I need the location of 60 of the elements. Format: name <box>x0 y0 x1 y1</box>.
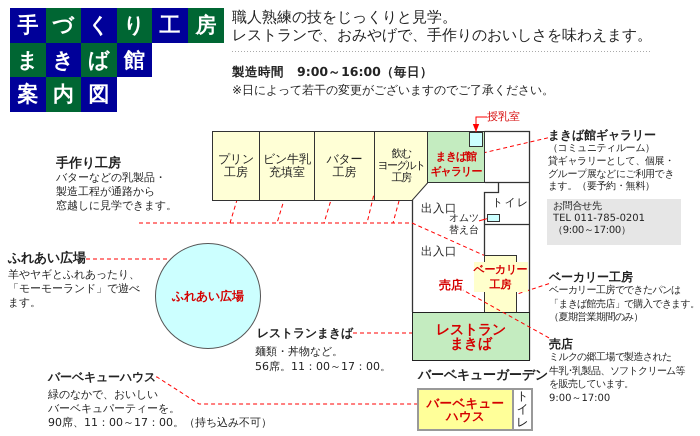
callout-text: 羊やヤギとふれあったり、「モーモーランド」で遊べます。 <box>8 268 140 310</box>
room-label: トイレ <box>516 390 528 430</box>
room-label: バター工房 <box>326 153 362 179</box>
contact-text: お問合せ先 <box>553 201 602 213</box>
callout-text: 緑のなかで、おいしいバーベキュパーティーを。90席、11：00～17：00。（持ち込み不可） <box>48 388 272 430</box>
room <box>412 312 530 361</box>
room <box>417 388 514 431</box>
callout-heading: 手作り工房 <box>56 156 121 171</box>
map-label: トイレ <box>492 196 530 210</box>
room-label: レストランまきば <box>436 322 506 350</box>
room-label: まきば館ギャラリー <box>430 149 482 179</box>
callout-heading: ふれあい広場 <box>8 252 86 266</box>
contact-panel <box>547 199 681 245</box>
area-label: ふれあい広場 <box>172 289 244 303</box>
callout-text: ミルクの郷工場で製造された牛乳･乳製品、ソフトクリーム等を販売しています。 <box>549 351 686 392</box>
callout-text: バターなどの乳製品・製造工程が通路から窓越しに見学できます。 <box>56 171 177 213</box>
callout-text: （コミュニティルーム） <box>548 142 655 156</box>
callout-heading: レストランまきば <box>257 326 353 340</box>
small-table-symbol <box>487 214 500 222</box>
contact-text: （9:00～17:00） <box>553 225 631 237</box>
room-label: ビン牛乳充填室 <box>263 153 311 179</box>
room <box>259 131 315 201</box>
leader-line <box>516 283 550 295</box>
room <box>427 131 485 183</box>
callout-heading: ベーカリー工房 <box>549 270 633 284</box>
restroom-box <box>512 388 533 431</box>
callout-text: 麺類・丼物など。56席。11：00～17：00。 <box>255 344 391 374</box>
arrow <box>472 116 488 132</box>
title: 手づくり工房まきば館案内図 <box>10 8 224 112</box>
leader-line <box>156 376 418 404</box>
leader-line <box>478 218 488 222</box>
map-label: 売店 <box>439 278 463 292</box>
callout-heading: 売店 <box>549 337 573 351</box>
room-label: バーベキューハウス <box>426 396 504 423</box>
room-label: ベーカリー工房 <box>474 262 528 292</box>
area-heading: バーベキューガーデン <box>418 368 548 383</box>
callout-text: 貸ギャラリーとして、個展・グループ展などにご利用できます。（要予約・無料） <box>548 156 674 194</box>
callout-heading: バーベキューハウス <box>48 370 156 384</box>
map-label: 出入口 <box>421 244 457 258</box>
room <box>314 131 375 201</box>
leader-line <box>138 222 484 256</box>
map-label: 出入口 <box>421 201 457 215</box>
contact-text: TEL 011-785-0201 <box>553 213 646 225</box>
small-square-symbol <box>469 132 483 147</box>
callout-heading: まきば館ギャラリー <box>548 128 656 142</box>
room-label: 飲むヨーグルト工房 <box>378 148 424 184</box>
callout-text: ベーカリー工房でできたパンは「まきば館売店」で購入できます。（夏期営業期間のみ） <box>549 284 700 324</box>
intro-text: 職人熟練の技をじっくりと見学。 <box>232 8 457 26</box>
leader-line <box>352 332 412 334</box>
hours-text: 製造時間 9:00～16:00（毎日） <box>232 64 433 79</box>
room <box>212 131 260 201</box>
callout-text: 9:00～17:00 <box>549 392 610 405</box>
map-label: オムツ替え台 <box>449 212 479 238</box>
intro-text: レストランで、おみやげで、手作りのおいしさを味わえます。 <box>232 26 652 44</box>
map-label: 授乳室 <box>487 110 520 124</box>
room-label: プリン工房 <box>218 153 254 179</box>
leader-line <box>484 137 548 153</box>
room <box>374 131 428 201</box>
leader-line <box>462 290 550 338</box>
note-text: ※日によって若干の変更がございますのでご了承ください。 <box>232 83 554 98</box>
